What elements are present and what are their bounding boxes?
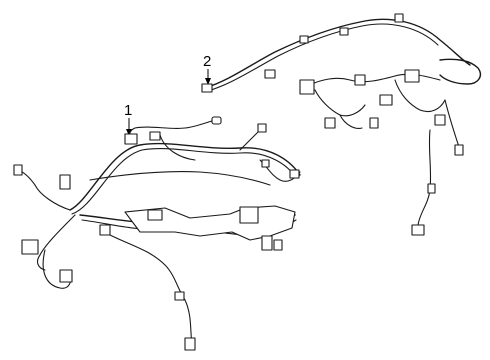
connector <box>394 13 404 23</box>
connector <box>324 117 336 129</box>
callout-1-arrow <box>126 118 132 136</box>
connector <box>261 235 273 251</box>
callout-2-label: 2 <box>203 53 211 70</box>
connector <box>261 159 270 168</box>
connector <box>59 174 71 190</box>
clip <box>427 183 436 194</box>
connector <box>369 117 379 129</box>
connector <box>299 79 315 95</box>
connector <box>411 224 425 236</box>
connector <box>454 144 464 156</box>
callout-2-arrow <box>205 69 211 85</box>
connector <box>299 35 309 44</box>
connector <box>354 74 366 86</box>
wiring-harness-2 <box>201 13 482 236</box>
connector <box>147 209 163 221</box>
connector <box>59 269 73 283</box>
connector <box>289 169 300 179</box>
connector <box>264 69 276 79</box>
callout-1-label: 1 <box>124 102 132 119</box>
connector <box>404 69 420 83</box>
wiring-harness-1 <box>13 116 301 351</box>
connector <box>149 131 161 141</box>
connector <box>201 83 213 93</box>
connector <box>339 27 349 36</box>
connector <box>211 116 222 125</box>
connector <box>124 133 138 145</box>
connector <box>13 164 23 176</box>
connector <box>434 114 446 126</box>
connector <box>21 239 39 255</box>
connector <box>239 206 259 224</box>
clip <box>99 224 111 236</box>
clip <box>174 291 185 301</box>
connector <box>273 239 283 251</box>
connector <box>184 337 196 351</box>
connector <box>257 123 267 133</box>
connector <box>379 94 393 106</box>
